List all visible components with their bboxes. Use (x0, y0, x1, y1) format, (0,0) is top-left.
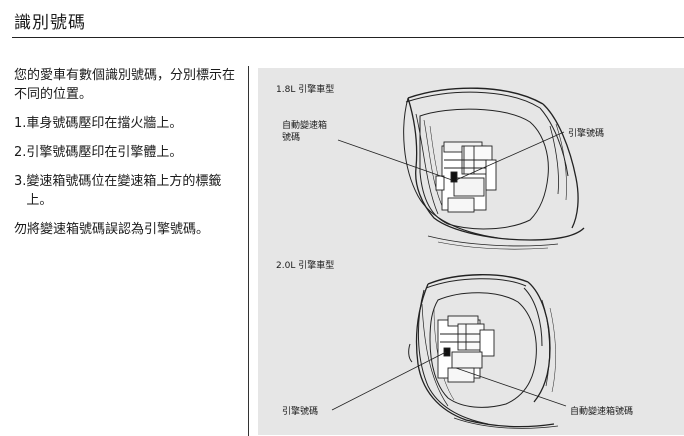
bottom-heading: 2.0L 引擎車型 (276, 259, 334, 271)
bottom-engine-block (437, 315, 495, 383)
note-paragraph: 勿將變速箱號碼誤認為引擎號碼。 (14, 222, 210, 237)
step-number: 3. (14, 174, 27, 189)
page-title: 識別號碼 (14, 13, 86, 33)
bottom-engine-bay-drawing (408, 274, 559, 429)
bottom-engine-leader (331, 351, 447, 411)
figure-panel: 1.8L 引擎車型 (258, 68, 684, 435)
figure-illustration: 1.8L 引擎車型 (276, 83, 633, 429)
top-engine-bay-drawing (403, 87, 585, 250)
top-transmission-label-2: 號碼 (282, 131, 300, 143)
intro-paragraph: 您的愛車有數個識別號碼，分別標示在不同的位置。 (14, 68, 236, 102)
step-item: 3. 變速箱號碼位在變速箱上方的標籤上。 (14, 172, 242, 210)
bottom-transmission-label: 自動變速箱號碼 (570, 405, 633, 417)
steps-list: 1. 車身號碼壓印在擋火牆上。 2. 引擎號碼壓印在引擎體上。 3. 變速箱號碼… (14, 114, 242, 210)
top-engine-block (435, 141, 497, 213)
step-text: 引擎號碼壓印在引擎體上。 (26, 145, 183, 160)
top-engine-label: 引擎號碼 (568, 127, 604, 139)
step-number: 2. (14, 145, 27, 160)
column-divider (248, 66, 249, 436)
step-item: 1. 車身號碼壓印在擋火牆上。 (14, 114, 242, 133)
step-text: 車身號碼壓印在擋火牆上。 (26, 116, 183, 131)
step-number: 1. (14, 116, 27, 131)
top-heading: 1.8L 引擎車型 (276, 83, 334, 95)
top-engine-leader (455, 131, 565, 181)
top-transmission-label: 自動變速箱 (282, 119, 327, 131)
title-rule (12, 37, 684, 38)
step-item: 2. 引擎號碼壓印在引擎體上。 (14, 143, 242, 162)
step-text: 變速箱號碼位在變速箱上方的標籤上。 (26, 174, 222, 208)
bottom-engine-label: 引擎號碼 (282, 405, 318, 417)
bottom-transmission-leader (455, 367, 567, 407)
top-transmission-leader (337, 139, 453, 181)
body-text: 您的愛車有數個識別號碼，分別標示在不同的位置。 1. 車身號碼壓印在擋火牆上。 … (14, 66, 242, 239)
